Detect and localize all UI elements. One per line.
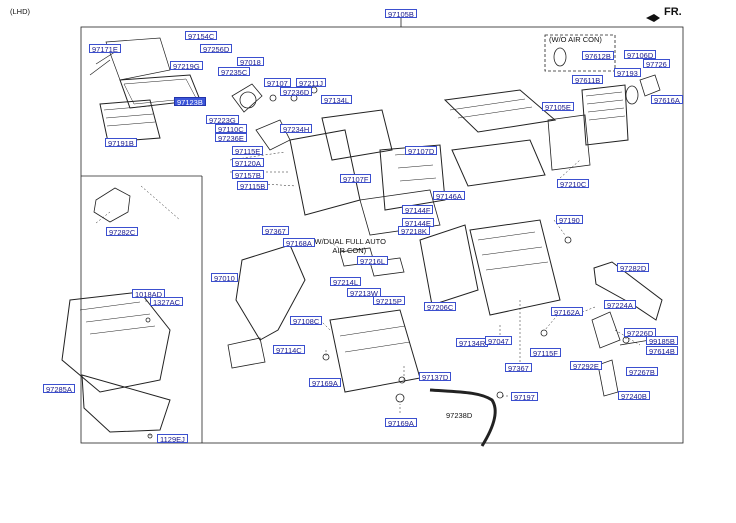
part-label-97107[interactable]: 97107	[264, 78, 291, 88]
part-label-97234H[interactable]: 97234H	[280, 124, 313, 134]
part-label-97223G[interactable]: 97223G	[206, 115, 239, 125]
part-label-97197[interactable]: 97197	[511, 392, 538, 402]
part-label-97282C[interactable]: 97282C	[106, 227, 139, 237]
note-dual-full-auto: (W/DUAL FULL AUTO AIR CON)	[312, 237, 386, 255]
part-label-97210C[interactable]: 97210C	[557, 179, 590, 189]
part-label-97367-lower[interactable]: 97367	[505, 363, 532, 373]
part-label-97107F[interactable]: 97107F	[340, 174, 372, 184]
part-label-97115B[interactable]: 97115B	[237, 181, 269, 191]
part-label-97144F[interactable]: 97144F	[402, 205, 434, 215]
note-wo-aircon: (W/O AIR CON)	[549, 35, 602, 44]
part-label-97115F[interactable]: 97115F	[530, 348, 561, 358]
part-label-97224A[interactable]: 97224A	[604, 300, 636, 310]
part-label-99185B[interactable]: 99185B	[646, 336, 678, 346]
part-label-97218K[interactable]: 97218K	[398, 226, 430, 236]
main-frame	[80, 26, 684, 444]
part-label-97191B[interactable]: 97191B	[105, 138, 137, 148]
part-label-97216L[interactable]: 97216L	[357, 256, 389, 266]
part-label-97115E[interactable]: 97115E	[232, 146, 264, 156]
part-label-97134R[interactable]: 97134R	[456, 338, 489, 348]
part-label-97168A[interactable]: 97168A	[283, 238, 315, 248]
wo-aircon-box	[544, 34, 616, 72]
part-label-97616A[interactable]: 97616A	[651, 95, 683, 105]
part-label-97226D[interactable]: 97226D	[624, 328, 657, 338]
part-label-97106D[interactable]: 97106D	[624, 50, 657, 60]
part-label-97169A-left[interactable]: 97169A	[309, 378, 341, 388]
part-label-97206C[interactable]: 97206C	[424, 302, 457, 312]
part-label-97110C[interactable]: 97110C	[215, 124, 247, 134]
part-label-97114C[interactable]: 97114C	[273, 345, 305, 355]
part-label-97213W[interactable]: 97213W	[347, 288, 381, 298]
lhd-variant-label: (LHD)	[10, 7, 30, 16]
part-label-97134L[interactable]: 97134L	[321, 95, 353, 105]
part-label-97108C[interactable]: 97108C	[290, 316, 323, 326]
part-label-97137D[interactable]: 97137D	[419, 372, 452, 382]
part-label-1327AC[interactable]: 1327AC	[150, 297, 184, 307]
part-label-97219G[interactable]: 97219G	[170, 61, 203, 71]
part-label-97018[interactable]: 97018	[237, 57, 264, 67]
part-label-97169A-right[interactable]: 97169A	[385, 418, 417, 428]
part-label-97611B[interactable]: 97611B	[572, 75, 604, 85]
part-label-97105E[interactable]: 97105E	[542, 102, 574, 112]
part-label-97146A[interactable]: 97146A	[433, 191, 465, 201]
part-label-97120A[interactable]: 97120A	[232, 158, 264, 168]
part-label-1129EJ[interactable]: 1129EJ	[157, 434, 188, 444]
part-label-97107D[interactable]: 97107D	[405, 146, 438, 156]
part-label-1018AD[interactable]: 1018AD	[132, 289, 166, 299]
part-label-97157B[interactable]: 97157B	[232, 170, 264, 180]
front-direction-label: FR.	[664, 6, 682, 18]
part-label-97256D[interactable]: 97256D	[200, 44, 233, 54]
part-label-97238D: 97238D	[446, 411, 473, 420]
part-label-97162A[interactable]: 97162A	[551, 307, 583, 317]
part-label-97614B[interactable]: 97614B	[646, 346, 678, 356]
part-label-97193[interactable]: 97193	[614, 68, 641, 78]
part-label-97214L[interactable]: 97214L	[330, 277, 362, 287]
front-arrow-icon	[646, 14, 660, 22]
part-label-97154C[interactable]: 97154C	[185, 31, 218, 41]
part-label-97282D[interactable]: 97282D	[617, 263, 650, 273]
part-label-97236E[interactable]: 97236E	[215, 133, 247, 143]
part-label-97612B[interactable]: 97612B	[582, 51, 614, 61]
part-label-97190[interactable]: 97190	[556, 215, 583, 225]
part-label-97211J[interactable]: 97211J	[296, 78, 327, 88]
part-label-97267B[interactable]: 97267B	[626, 367, 658, 377]
part-label-97171E[interactable]: 97171E	[89, 44, 121, 54]
part-label-97215P[interactable]: 97215P	[373, 296, 405, 306]
part-label-97726[interactable]: 97726	[643, 59, 670, 69]
part-label-97105B[interactable]: 97105B	[385, 9, 417, 19]
part-label-97292E[interactable]: 97292E	[570, 361, 602, 371]
part-label-97235C[interactable]: 97235C	[218, 67, 251, 77]
part-label-97367-upper[interactable]: 97367	[262, 226, 289, 236]
part-label-97285A[interactable]: 97285A	[43, 384, 75, 394]
part-label-97123B[interactable]: 97123B	[174, 97, 206, 107]
part-label-97236D[interactable]: 97236D	[280, 87, 313, 97]
part-label-97240B[interactable]: 97240B	[618, 391, 650, 401]
part-label-97047[interactable]: 97047	[485, 336, 512, 346]
part-label-97010[interactable]: 97010	[211, 273, 238, 283]
